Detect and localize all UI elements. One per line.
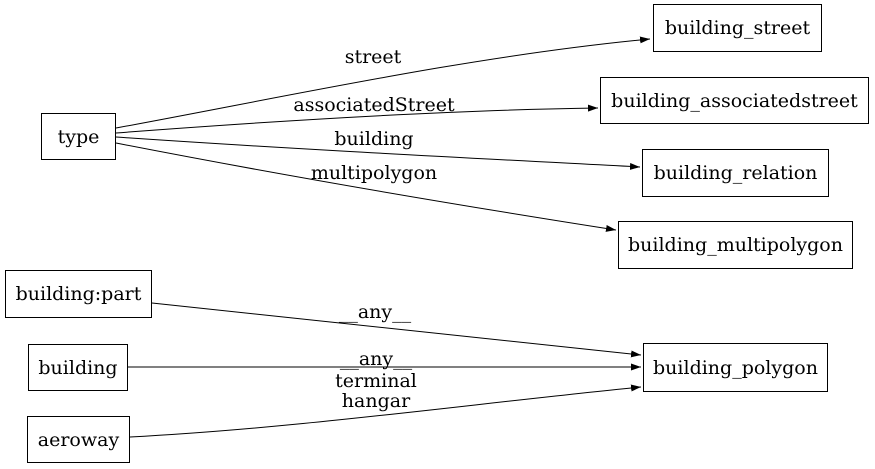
edge-building:part-to-building_polygon xyxy=(151,302,642,358)
node-building-multipolygon: building_multipolygon xyxy=(618,221,853,269)
edge-aeroway-to-building_polygon xyxy=(129,384,642,438)
node-building-street: building_street xyxy=(653,4,822,52)
edge-type-to-building_multipolygon xyxy=(115,142,617,232)
node-building-part: building:part xyxy=(5,270,152,318)
node-building-relation: building_relation xyxy=(642,149,829,197)
edge-label-associatedstreet: associatedStreet xyxy=(293,94,455,116)
edge-type-to-building_relation xyxy=(115,136,641,170)
edge-label-any-2: __any__ xyxy=(339,348,413,370)
edge-label-street: street xyxy=(344,46,402,68)
edge-label-terminal-hangar: terminal hangar xyxy=(335,370,417,412)
edge-type-to-building_associatedstreet xyxy=(115,104,599,134)
node-aeroway: aeroway xyxy=(27,416,130,463)
node-building-polygon: building_polygon xyxy=(643,343,828,392)
edge-label-any-1: __any__ xyxy=(338,301,412,323)
edge-type-to-building_street xyxy=(115,36,651,129)
node-building: building xyxy=(28,344,128,391)
edge-label-multipolygon: multipolygon xyxy=(310,162,438,184)
node-type: type xyxy=(41,113,116,160)
edge-label-building: building xyxy=(334,128,414,150)
node-building-associatedstreet: building_associatedstreet xyxy=(600,77,869,124)
